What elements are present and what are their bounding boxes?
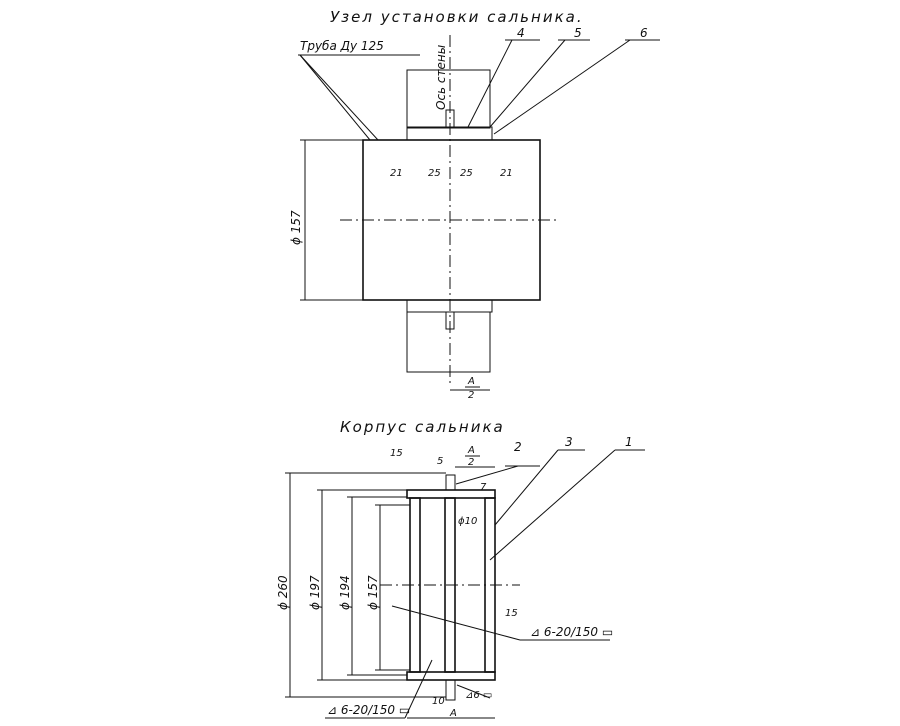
dim-5: 5	[437, 456, 443, 467]
callout-2: 2	[514, 440, 522, 454]
pipe-label: Труба Ду 125	[300, 39, 384, 53]
callout-1: 1	[625, 435, 633, 449]
callout-4: 4	[517, 26, 525, 40]
top-view-title: Узел установки сальника.	[330, 8, 584, 26]
dim-a: A	[449, 708, 457, 719]
dim-21-right: 21	[500, 168, 513, 179]
callout-6: 6	[640, 26, 648, 40]
diameter-194: ϕ 194	[338, 575, 352, 610]
half-a-num: A	[467, 376, 475, 387]
dim-25-right: 25	[460, 168, 473, 179]
dim-25-left: 25	[428, 168, 441, 179]
weld-spec-left: ⊿ 6-20/150 ▭	[327, 703, 410, 717]
diameter-157: ϕ 157	[366, 575, 380, 610]
callout-5: 5	[574, 26, 582, 40]
dim-21-left: 21	[390, 168, 403, 179]
wall-lower	[406, 311, 491, 373]
diameter-260: ϕ 260	[276, 575, 290, 610]
top-diameter-label: ϕ 157	[289, 210, 303, 245]
callout-3: 3	[565, 435, 573, 449]
dim-15-side: 15	[505, 608, 518, 619]
weld-spec-small: ⊿6 ▭	[465, 690, 492, 701]
shell-bottom	[406, 671, 496, 681]
flange-top	[445, 474, 456, 491]
half-a-den-bottom: 2	[468, 457, 474, 468]
half-a-den: 2	[468, 390, 474, 401]
dim-10: 10	[432, 696, 445, 707]
gland-installation-view: Узел установки сальника. Труба Ду 125 Ос…	[289, 8, 660, 401]
gland-body-view: Корпус сальника ϕ 260 ϕ 197 ϕ 194 ϕ 157 …	[276, 418, 645, 719]
diameter-197: ϕ 197	[308, 575, 322, 610]
weld-spec-right: ⊿ 6-20/150 ▭	[530, 625, 613, 639]
flange-bottom	[445, 679, 456, 701]
wall-axis-label: Ось стены	[434, 45, 448, 110]
half-a-num-bottom: A	[467, 445, 475, 456]
dim-phi10: ϕ10	[458, 516, 477, 527]
wall-upper	[406, 69, 491, 129]
dim-15-top: 15	[390, 448, 403, 459]
bottom-view-title: Корпус сальника	[340, 418, 505, 436]
dim-7: 7	[480, 482, 487, 493]
